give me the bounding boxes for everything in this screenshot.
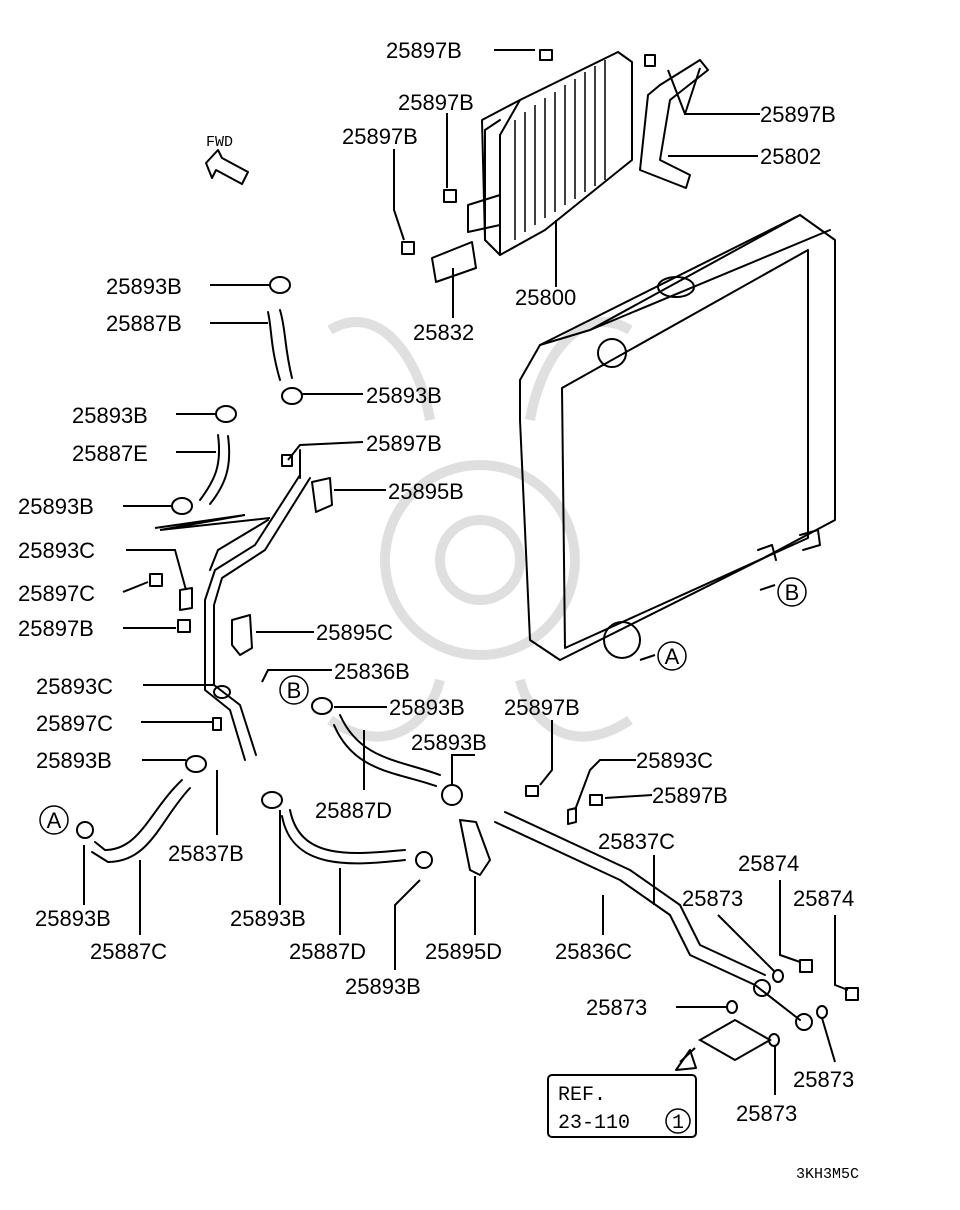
label-clamp-8: 25893B [35,906,111,931]
label-clamp-3: 25893B [72,403,148,428]
label-clamp-10: 25893B [345,974,421,999]
label-clamp-1: 25893B [106,274,182,299]
label-clamp-4: 25893B [18,494,94,519]
label-hose-b: 25887B [106,311,182,336]
label-clamp-6: 25893B [411,730,487,755]
label-hose-e: 25887E [72,441,148,466]
svg-text:A: A [47,808,62,833]
label-hose-d-lower: 25887D [289,939,366,964]
svg-text:A: A [665,644,680,669]
label-pipe-c37: 25837C [598,829,675,854]
label-clamp-9: 25893B [230,906,306,931]
reference-line-2: 23-110 [558,1112,630,1135]
label-bolt-top-right: 25897B [760,102,836,127]
reference-circled-number: 1 [672,1112,684,1135]
diagram-code: 3KH3M5C [796,1166,859,1183]
label-clamp-5: 25893B [389,695,465,720]
label-bolt-top: 25897B [386,38,462,63]
label-clamp-c1: 25893C [18,538,95,563]
label-pipe-b37: 25837B [168,841,244,866]
oil-cooler-drawing [431,51,633,283]
label-hose-d-upper: 25887D [315,798,392,823]
label-washer-4: 25873 [736,1101,797,1126]
label-washer-1: 25873 [682,886,743,911]
label-bolt-mid: 25897B [366,431,442,456]
label-eyebolt-1: 25874 [738,851,799,876]
label-plate-cooler: 25832 [413,320,474,345]
radiator-drawing [519,214,836,661]
label-bolt-cooler-1: 25897B [398,90,474,115]
label-clamp-2: 25893B [366,383,442,408]
label-eyebolt-2: 25874 [793,886,854,911]
svg-text:B: B [785,580,800,605]
label-washer-2: 25873 [586,995,647,1020]
watermark-emblem [327,317,633,742]
label-bolt-b-left: 25897B [18,616,94,641]
label-pipe-c36: 25836C [555,939,632,964]
label-oil-cooler: 25800 [515,285,576,310]
label-bolt-b-right: 25897B [652,783,728,808]
callout-b-right: B [777,577,807,607]
label-clamp-7: 25893B [36,748,112,773]
callout-a-left: A [39,805,69,835]
reference-line-1: REF. [558,1084,606,1107]
part-labels: 25897B 25897B 25897B 25897B 25802 25800 … [18,38,854,1126]
callout-b-mid: B [279,675,309,705]
label-clamp-c2: 25893C [36,674,113,699]
label-hose-c: 25887C [90,939,167,964]
label-bolt-c2: 25897C [36,711,113,736]
label-clamp-c3: 25893C [636,748,713,773]
label-bolt-cooler-2: 25897B [342,124,418,149]
label-bracket-d: 25895D [425,939,502,964]
label-washer-3: 25873 [793,1067,854,1092]
label-bolt-c1: 25897C [18,581,95,606]
reference-box: REF. 23-110 1 [547,1074,697,1138]
fwd-arrow-icon [205,149,249,185]
callout-a-top: A [657,641,687,671]
label-pipe-b: 25836B [334,659,410,684]
pipe-and-hose-drawing [91,309,813,1031]
fwd-label: FWD [206,134,233,151]
cooler-bracket-drawing [639,59,709,189]
label-bolt-b-center: 25897B [504,695,580,720]
label-bracket-b: 25895B [388,479,464,504]
label-bracket-cooler: 25802 [760,144,821,169]
svg-text:B: B [287,678,302,703]
leader-lines [83,49,849,1095]
label-bracket-c: 25895C [316,620,393,645]
